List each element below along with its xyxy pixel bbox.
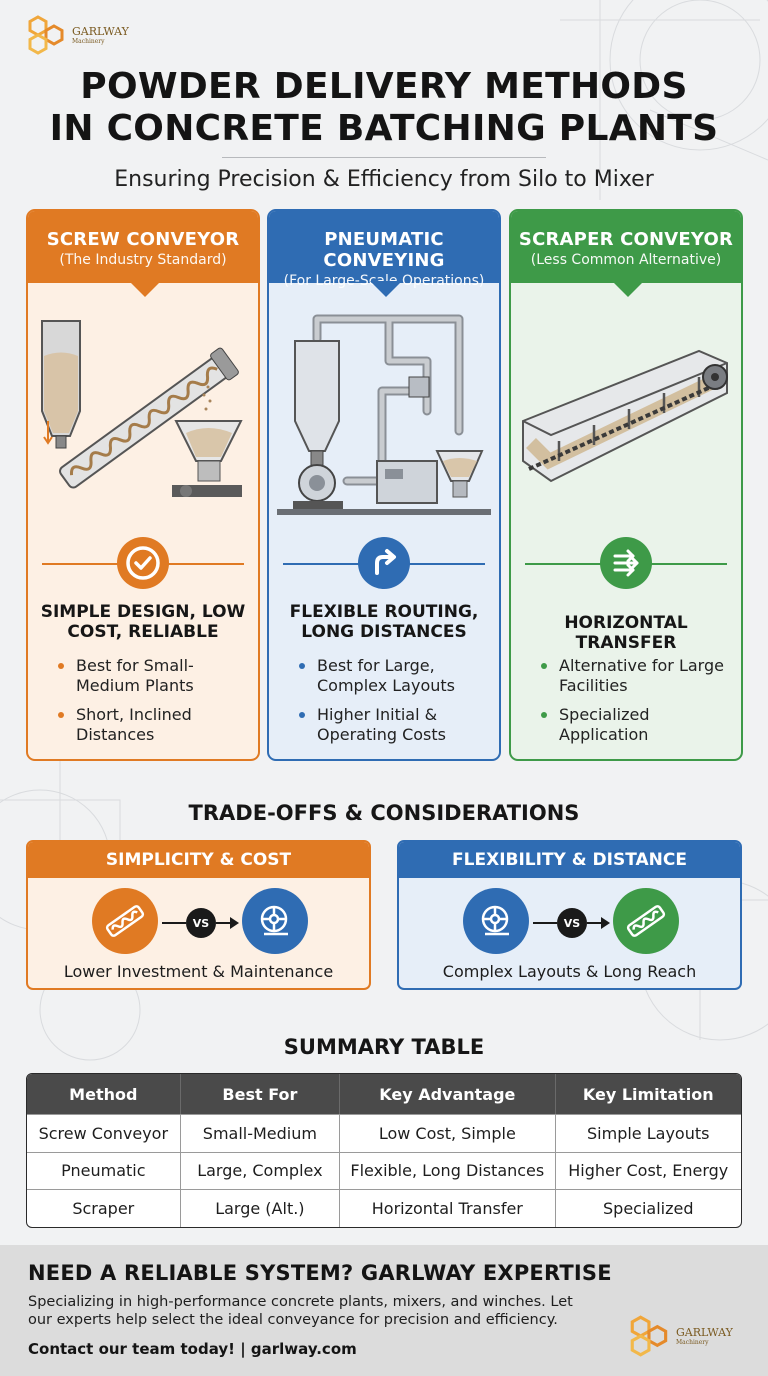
brand-sub: Machinery	[72, 37, 105, 45]
card-header: SCREW CONVEYOR (The Industry Standard)	[28, 211, 258, 283]
brand-sub: Machinery	[676, 1338, 709, 1346]
list-item: Best for Large, Complex Layouts	[297, 656, 493, 695]
tradeoff-comparison: VS	[28, 888, 369, 958]
card-notch	[612, 281, 644, 297]
blower-icon	[242, 888, 308, 954]
blower-icon	[463, 888, 529, 954]
card-subtitle: (Less Common Alternative)	[530, 252, 722, 268]
tradeoff-header: SIMPLICITY & COST	[28, 842, 369, 878]
footer-contact-link[interactable]: Contact our team today! | garlway.com	[28, 1340, 357, 1358]
footer-body: Specializing in high-performance concret…	[28, 1294, 573, 1328]
method-card-screw-conveyor: SCREW CONVEYOR (The Industry Standard)	[26, 209, 260, 761]
vs-connector	[216, 922, 232, 924]
card-title: SCRAPER CONVEYOR	[518, 229, 734, 250]
table-cell: Pneumatic	[27, 1151, 181, 1189]
honeycomb-logo-icon	[28, 15, 64, 55]
card-feature: FLEXIBLE ROUTING, LONG DISTANCES	[289, 602, 479, 642]
table-cell: Scraper	[27, 1189, 181, 1227]
scraper-conveyor-illustration	[522, 349, 728, 483]
table-cell: Higher Cost, Energy	[555, 1151, 741, 1190]
arrow-right-icon	[601, 917, 610, 929]
screw-conveyor-icon	[92, 888, 158, 954]
card-bullet-list: Alternative for Large Facilities Special…	[539, 656, 735, 754]
tradeoff-card-simplicity-cost: SIMPLICITY & COST VS Lower Investm	[26, 840, 371, 990]
card-header: PNEUMATIC CONVEYING (For Large-Scale Ope…	[269, 211, 499, 289]
tradeoff-comparison: VS	[399, 888, 740, 958]
page-title-line-2: IN CONCRETE BATCHING PLANTS	[49, 108, 719, 149]
page-subtitle: Ensuring Precision & Efficiency from Sil…	[114, 167, 654, 192]
method-card-pneumatic-conveying: PNEUMATIC CONVEYING (For Large-Scale Ope…	[267, 209, 501, 761]
garlway-logo: GARLWAY Machinery	[24, 12, 134, 58]
footer-banner: NEED A RELIABLE SYSTEM? GARLWAY EXPERTIS…	[0, 1245, 768, 1376]
card-title: PNEUMATIC CONVEYING	[323, 229, 445, 271]
vs-connector	[587, 922, 603, 924]
tradeoff-caption: Lower Investment & Maintenance	[63, 962, 334, 981]
brand-name: GARLWAY	[676, 1325, 733, 1339]
tradeoff-card-flexibility-distance: FLEXIBILITY & DISTANCE VS Complex	[397, 840, 742, 990]
table-cell: Simple Layouts	[555, 1114, 741, 1152]
table-header-row: Method Best For Key Advantage Key Limita…	[27, 1074, 741, 1114]
garlway-logo: GARLWAY Machinery	[626, 1311, 746, 1361]
tradeoff-header: FLEXIBILITY & DISTANCE	[399, 842, 740, 878]
method-card-scraper-conveyor: SCRAPER CONVEYOR (Less Common Alternativ…	[509, 209, 743, 761]
transfer-arrows-icon	[600, 537, 652, 589]
pneumatic-conveying-illustration	[277, 314, 491, 515]
vs-badge: VS	[557, 908, 587, 938]
card-header: SCRAPER CONVEYOR (Less Common Alternativ…	[511, 211, 741, 283]
check-icon	[117, 537, 169, 589]
card-feature: HORIZONTAL TRANSFER	[564, 613, 688, 653]
table-cell: Specialized	[555, 1189, 741, 1227]
column-header: Method	[27, 1074, 181, 1114]
table-cell: Flexible, Long Distances	[340, 1151, 556, 1189]
summary-table: Method Best For Key Advantage Key Limita…	[26, 1073, 742, 1228]
table-row: Scraper Large (Alt.) Horizontal Transfer…	[27, 1189, 741, 1227]
vs-connector	[162, 922, 186, 924]
table-cell: Low Cost, Simple	[340, 1114, 556, 1152]
honeycomb-logo-icon	[630, 1315, 668, 1357]
card-bullet-list: Best for Small-Medium Plants Short, Incl…	[56, 656, 252, 754]
card-notch	[370, 281, 402, 297]
tradeoff-caption: Complex Layouts & Long Reach	[442, 962, 697, 981]
vs-badge: VS	[186, 908, 216, 938]
card-notch	[129, 281, 161, 297]
column-header: Key Limitation	[555, 1074, 741, 1114]
list-item: Short, Inclined Distances	[56, 705, 252, 744]
table-cell: Horizontal Transfer	[340, 1189, 556, 1227]
table-row: Pneumatic Large, Complex Flexible, Long …	[27, 1151, 741, 1190]
card-bullet-list: Best for Large, Complex Layouts Higher I…	[297, 656, 493, 754]
table-cell: Large (Alt.)	[180, 1189, 341, 1227]
footer-title: NEED A RELIABLE SYSTEM? GARLWAY EXPERTIS…	[28, 1261, 612, 1285]
table-row: Screw Conveyor Small-Medium Low Cost, Si…	[27, 1114, 741, 1152]
card-title: SCREW CONVEYOR	[46, 229, 240, 250]
tradeoffs-title: TRADE-OFFS & CONSIDERATIONS	[188, 801, 580, 825]
list-item: Best for Small-Medium Plants	[56, 656, 252, 695]
list-item: Higher Initial & Operating Costs	[297, 705, 493, 744]
list-item: Alternative for Large Facilities	[539, 656, 735, 695]
table-cell: Small-Medium	[180, 1114, 341, 1152]
column-header: Key Advantage	[340, 1074, 556, 1114]
card-subtitle: (The Industry Standard)	[59, 252, 227, 268]
table-cell: Large, Complex	[180, 1151, 341, 1189]
card-feature: SIMPLE DESIGN, LOW COST, RELIABLE	[40, 602, 246, 642]
table-cell: Screw Conveyor	[27, 1114, 181, 1152]
page-title-line-1: POWDER DELIVERY METHODS	[80, 66, 688, 107]
screw-conveyor-icon	[613, 888, 679, 954]
arrow-right-icon	[230, 917, 239, 929]
column-header: Best For	[180, 1074, 341, 1114]
brand-name: GARLWAY	[72, 24, 129, 38]
vs-connector	[533, 922, 557, 924]
turn-arrow-icon	[358, 537, 410, 589]
screw-conveyor-illustration	[41, 320, 243, 497]
title-divider	[222, 157, 546, 158]
list-item: Specialized Application	[539, 705, 735, 744]
summary-title: SUMMARY TABLE	[283, 1035, 485, 1059]
